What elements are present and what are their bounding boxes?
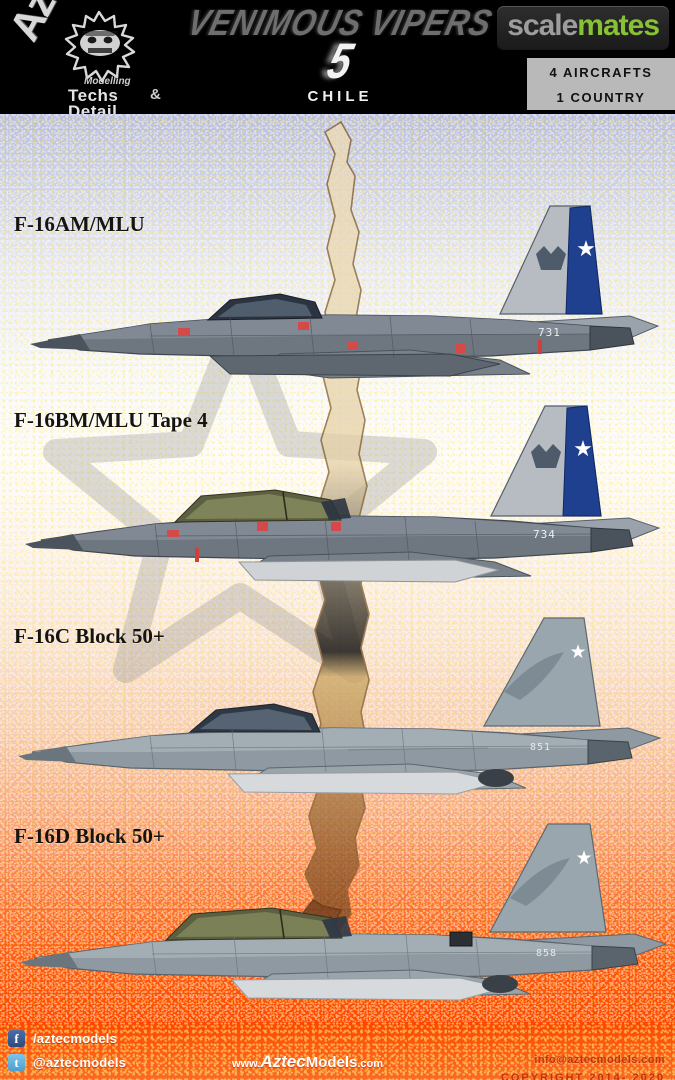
aircraft-row: F-16D Block 50+ ★ [0, 790, 675, 1005]
copyright-notice: COPYRIGHT 2014- 2020 [500, 1072, 665, 1080]
header-bar: Aztec Modelling Techs & Detail VENIMOUS … [0, 0, 675, 114]
aztec-sun-mask-icon [64, 10, 136, 83]
footer-speckle-texture [0, 1022, 675, 1080]
facebook-handle: /aztecmodels [33, 1031, 118, 1046]
aircraft-count: 4 AIRCRAFTS [549, 65, 653, 80]
website-brand: Aztec [260, 1052, 306, 1071]
svg-text:734: 734 [533, 528, 556, 541]
twitter-handle: @aztecmodels [33, 1055, 127, 1070]
star-watermark-icon [43, 305, 437, 683]
aircraft-profile-f16c: ★ 851 [18, 617, 662, 795]
svg-text:★: ★ [576, 237, 596, 262]
twitter-icon: t [8, 1054, 25, 1071]
svg-text:851: 851 [530, 742, 551, 753]
contents-summary-panel: 4 AIRCRAFTS 1 COUNTRY [527, 58, 675, 110]
country-label: CHILE [307, 88, 373, 105]
aircraft-label: F-16C Block 50+ [14, 624, 165, 648]
website-link[interactable]: www.AztecModels.com [232, 1052, 383, 1072]
aztec-logo: Aztec Modelling Techs & Detail [0, 0, 208, 114]
contact-email[interactable]: info@aztecmodels.com [534, 1054, 665, 1066]
aircraft-profile-f16d: ★ 858 [20, 823, 668, 1001]
aztec-tagline-techs: Techs [68, 86, 119, 105]
twitter-link[interactable]: t @aztecmodels [8, 1054, 126, 1071]
svg-text:★: ★ [573, 437, 593, 462]
scalemates-logo-mates: mates [577, 9, 660, 42]
website-prefix: www. [232, 1058, 261, 1070]
facebook-icon: f [8, 1030, 25, 1047]
country-count: 1 COUNTRY [556, 90, 646, 105]
scalemates-logo-scale: scale [507, 9, 578, 42]
facebook-link[interactable]: f /aztecmodels [8, 1030, 117, 1047]
aircraft-row: F-16AM/MLU ★ [0, 174, 675, 389]
svg-text:★: ★ [575, 847, 592, 869]
aircraft-profile-f16am: ★ [30, 205, 660, 379]
scalemates-logo[interactable]: scalemates [497, 6, 669, 50]
issue-number: 5 [322, 34, 359, 90]
footer-bar: f /aztecmodels t @aztecmodels www.AztecM… [0, 1022, 675, 1080]
aircraft-row: F-16C Block 50+ ★ [0, 584, 675, 799]
title-block: VENIMOUS VIPERS 5 CHILE [180, 0, 500, 114]
aircraft-row: F-16BM/MLU Tape 4 ★ [0, 376, 675, 591]
artwork-area: F-16AM/MLU ★ [0, 114, 675, 1022]
aztec-tagline-ampersand: & [150, 86, 161, 103]
aircraft-label: F-16D Block 50+ [14, 824, 165, 848]
website-tld: .com [357, 1058, 384, 1070]
svg-text:858: 858 [536, 948, 557, 959]
website-suffix: Models [305, 1054, 358, 1071]
svg-text:★: ★ [569, 641, 586, 663]
aztec-tagline-modelling: Modelling [84, 76, 131, 87]
svg-text:731: 731 [538, 326, 561, 339]
aircraft-profile-f16bm: ★ [25, 405, 661, 583]
aircraft-label: F-16BM/MLU Tape 4 [14, 408, 208, 432]
aztec-tagline-detail: Detail [68, 102, 118, 114]
aircraft-label: F-16AM/MLU [14, 212, 145, 236]
